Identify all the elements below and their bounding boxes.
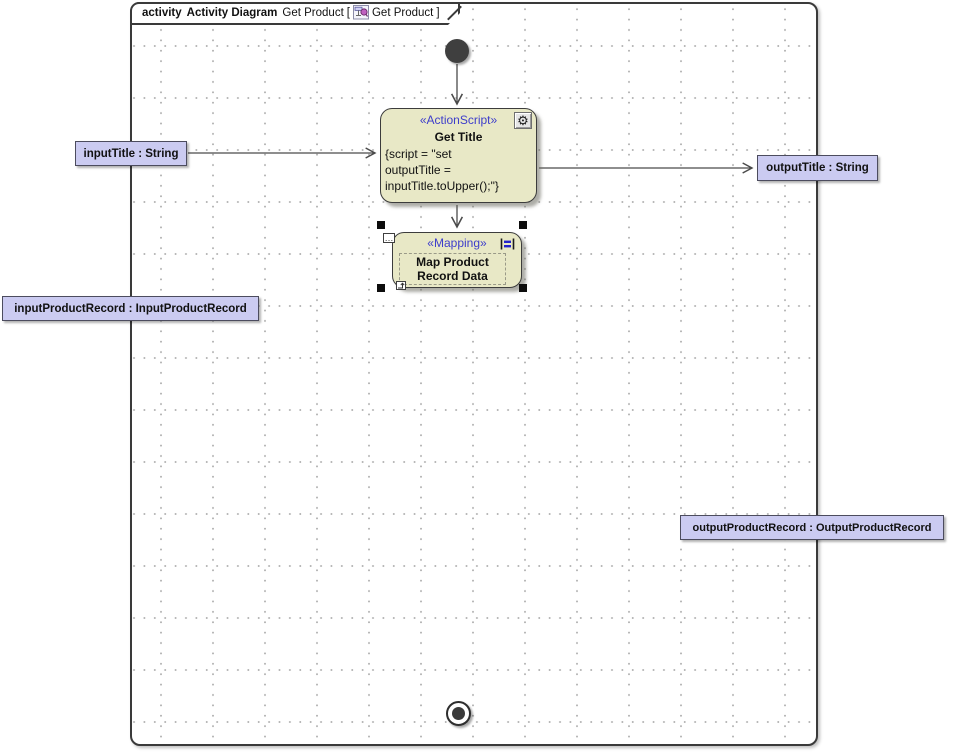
frame-close-bracket: ] (436, 7, 440, 19)
gear-glyph: ⚙ (517, 113, 529, 128)
actionscript-stereotype: «ActionScript» (419, 113, 498, 127)
ellipsis-glyph: … (384, 233, 394, 243)
selection-handle-top-right[interactable] (519, 221, 527, 229)
activity-diagram-icon (353, 5, 369, 23)
frame-open-bracket: [ (346, 7, 350, 19)
action-map-product[interactable]: «Mapping» Map Product Record Data (392, 232, 522, 288)
frame-context-name: Get Product (371, 7, 434, 19)
frame-diagram-type: Activity Diagram (186, 7, 278, 19)
parameter-input-title[interactable]: inputTitle : String (75, 141, 187, 166)
selection-handle-bottom-left[interactable] (377, 284, 385, 292)
final-node-inner-dot (452, 707, 465, 720)
mapping-icon (499, 237, 516, 256)
parameter-output-title[interactable]: outputTitle : String (757, 155, 878, 181)
parameter-label: outputTitle : String (766, 162, 869, 174)
frame-title-tab[interactable]: activity Activity Diagram Get Product [ … (130, 2, 460, 25)
initial-node[interactable] (445, 39, 469, 63)
mapping-stereotype: «Mapping» (427, 236, 487, 250)
parameter-label: outputProductRecord : OutputProductRecor… (692, 521, 932, 534)
script-gear-icon[interactable]: ⚙ (514, 112, 532, 129)
frame-keyword: activity (142, 7, 182, 19)
frame-diagram-name: Get Product (282, 7, 344, 19)
selection-handle-top-left[interactable] (377, 221, 385, 229)
action-script-body: {script = "set outputTitle = inputTitle.… (385, 147, 499, 193)
selection-handle-bottom-right[interactable] (519, 284, 527, 292)
collapse-handle-icon[interactable]: … (383, 233, 395, 243)
action-name: Get Title (434, 130, 483, 144)
activity-final-node[interactable] (446, 701, 471, 726)
parameter-output-product-record[interactable]: outputProductRecord : OutputProductRecor… (680, 515, 944, 540)
parameter-label: inputTitle : String (83, 147, 179, 160)
parameter-label: inputProductRecord : InputProductRecord (14, 302, 247, 315)
parameter-input-product-record[interactable]: inputProductRecord : InputProductRecord (2, 296, 259, 321)
action-get-title[interactable]: «ActionScript» ⚙ Get Title {script = "se… (380, 108, 537, 203)
open-structure-icon[interactable] (396, 281, 406, 290)
mapping-name: Map Product Record Data (399, 253, 506, 285)
